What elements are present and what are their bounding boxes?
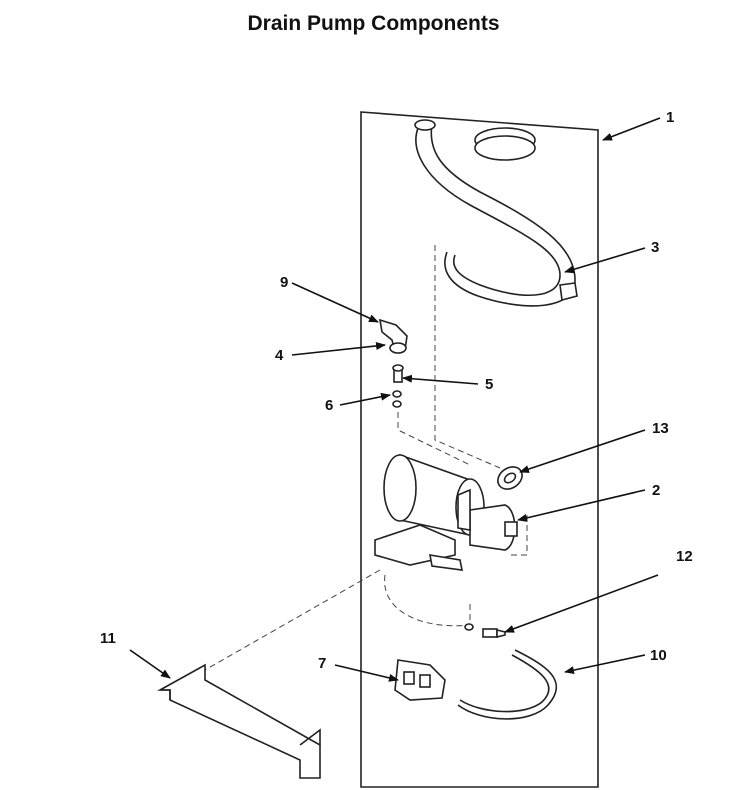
valve-part-7 (394, 659, 446, 701)
tube-part-10 (457, 649, 558, 720)
callout-4: 4 (275, 347, 284, 364)
callout-11: 11 (100, 630, 116, 647)
elbow-fitting-part-9 (378, 318, 408, 354)
callout-2: 2 (652, 482, 660, 499)
washers-part-6 (392, 390, 402, 408)
callout-6: 6 (325, 397, 333, 414)
callout-leaders (129, 117, 661, 682)
pump-motor-part-2 (374, 453, 518, 571)
callout-7: 7 (318, 655, 326, 672)
pump-outlet-loop (384, 574, 471, 627)
callout-3: 3 (651, 239, 659, 256)
bracket-part-11 (156, 663, 321, 779)
callout-9: 9 (280, 274, 288, 291)
fitting-part-12 (482, 628, 506, 639)
diagram-title: Drain Pump Components (247, 12, 500, 35)
small-clip (464, 623, 474, 631)
screw-part-5 (392, 364, 404, 383)
drain-hose-part-3 (414, 119, 578, 307)
back-panel-part-1 (360, 111, 599, 788)
callout-13: 13 (652, 420, 669, 437)
callout-1: 1 (666, 109, 674, 126)
hose-clamp-ring (474, 127, 536, 161)
callout-10: 10 (650, 647, 667, 664)
callout-5: 5 (485, 376, 493, 393)
tube-part-10-inner (459, 654, 550, 713)
assembly-dashed-lines (204, 245, 528, 671)
callout-12: 12 (676, 548, 693, 565)
